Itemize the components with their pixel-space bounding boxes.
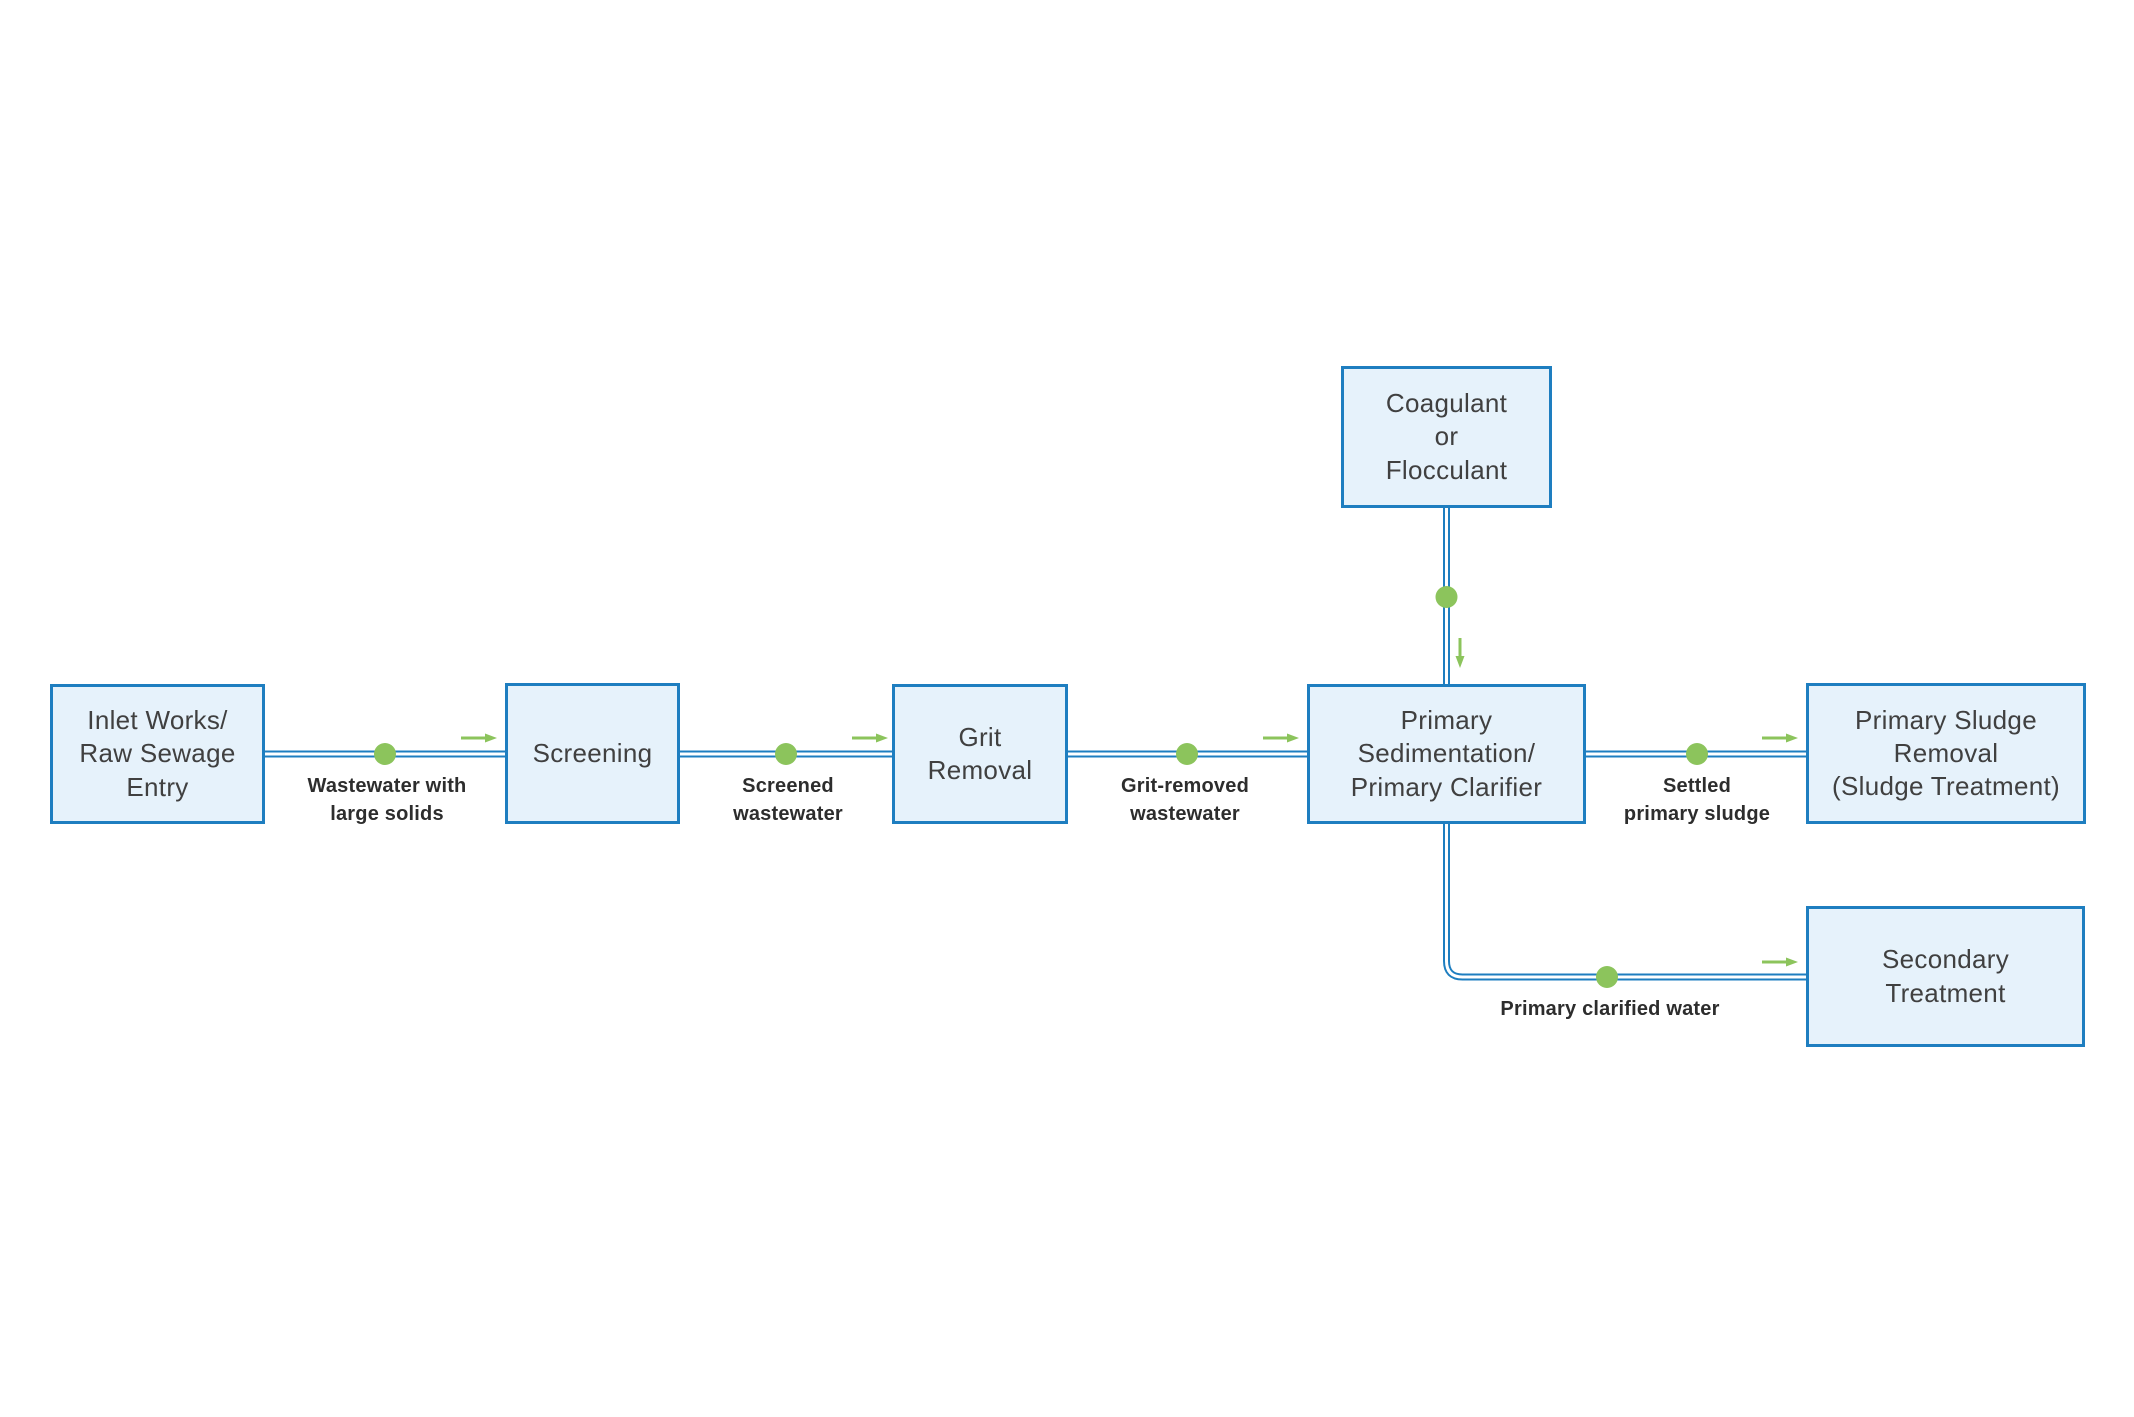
flow-dot bbox=[1176, 743, 1198, 765]
edge-label-wastewater-large-solids: Wastewater with large solids bbox=[307, 775, 467, 825]
node-coagulant-flocculant: Coagulant or Flocculant bbox=[1341, 366, 1552, 508]
flow-dot bbox=[775, 743, 797, 765]
flow-arrow-icon bbox=[1455, 638, 1465, 668]
node-secondary-treatment: Secondary Treatment bbox=[1806, 906, 2085, 1047]
flow-dot bbox=[1686, 743, 1708, 765]
node-inlet-works: Inlet Works/ Raw Sewage Entry bbox=[50, 684, 265, 824]
flow-dot bbox=[374, 743, 396, 765]
flow-arrow-icon bbox=[1762, 733, 1798, 743]
flow-arrow-icon bbox=[1263, 733, 1299, 743]
node-primary-sedimentation: Primary Sedimentation/ Primary Clarifier bbox=[1307, 684, 1586, 824]
connector-primary-secondary bbox=[1443, 824, 1806, 981]
node-primary-sludge-removal: Primary Sludge Removal (Sludge Treatment… bbox=[1806, 683, 2086, 824]
edge-label-screened-wastewater: Screened wastewater bbox=[733, 775, 843, 825]
flow-arrow-icon bbox=[461, 733, 497, 743]
flow-dot bbox=[1435, 586, 1458, 608]
edge-label-settled-primary-sludge: Settled primary sludge bbox=[1623, 775, 1771, 825]
edge-label-primary-clarified-water: Primary clarified water bbox=[1500, 998, 1720, 1020]
node-screening: Screening bbox=[505, 683, 680, 824]
flow-dot bbox=[1596, 966, 1618, 988]
flow-arrow-icon bbox=[1762, 957, 1798, 967]
edge-label-grit-removed-wastewater: Grit-removed wastewater bbox=[1121, 775, 1249, 825]
node-grit-removal: Grit Removal bbox=[892, 684, 1068, 824]
flow-arrow-icon bbox=[852, 733, 888, 743]
